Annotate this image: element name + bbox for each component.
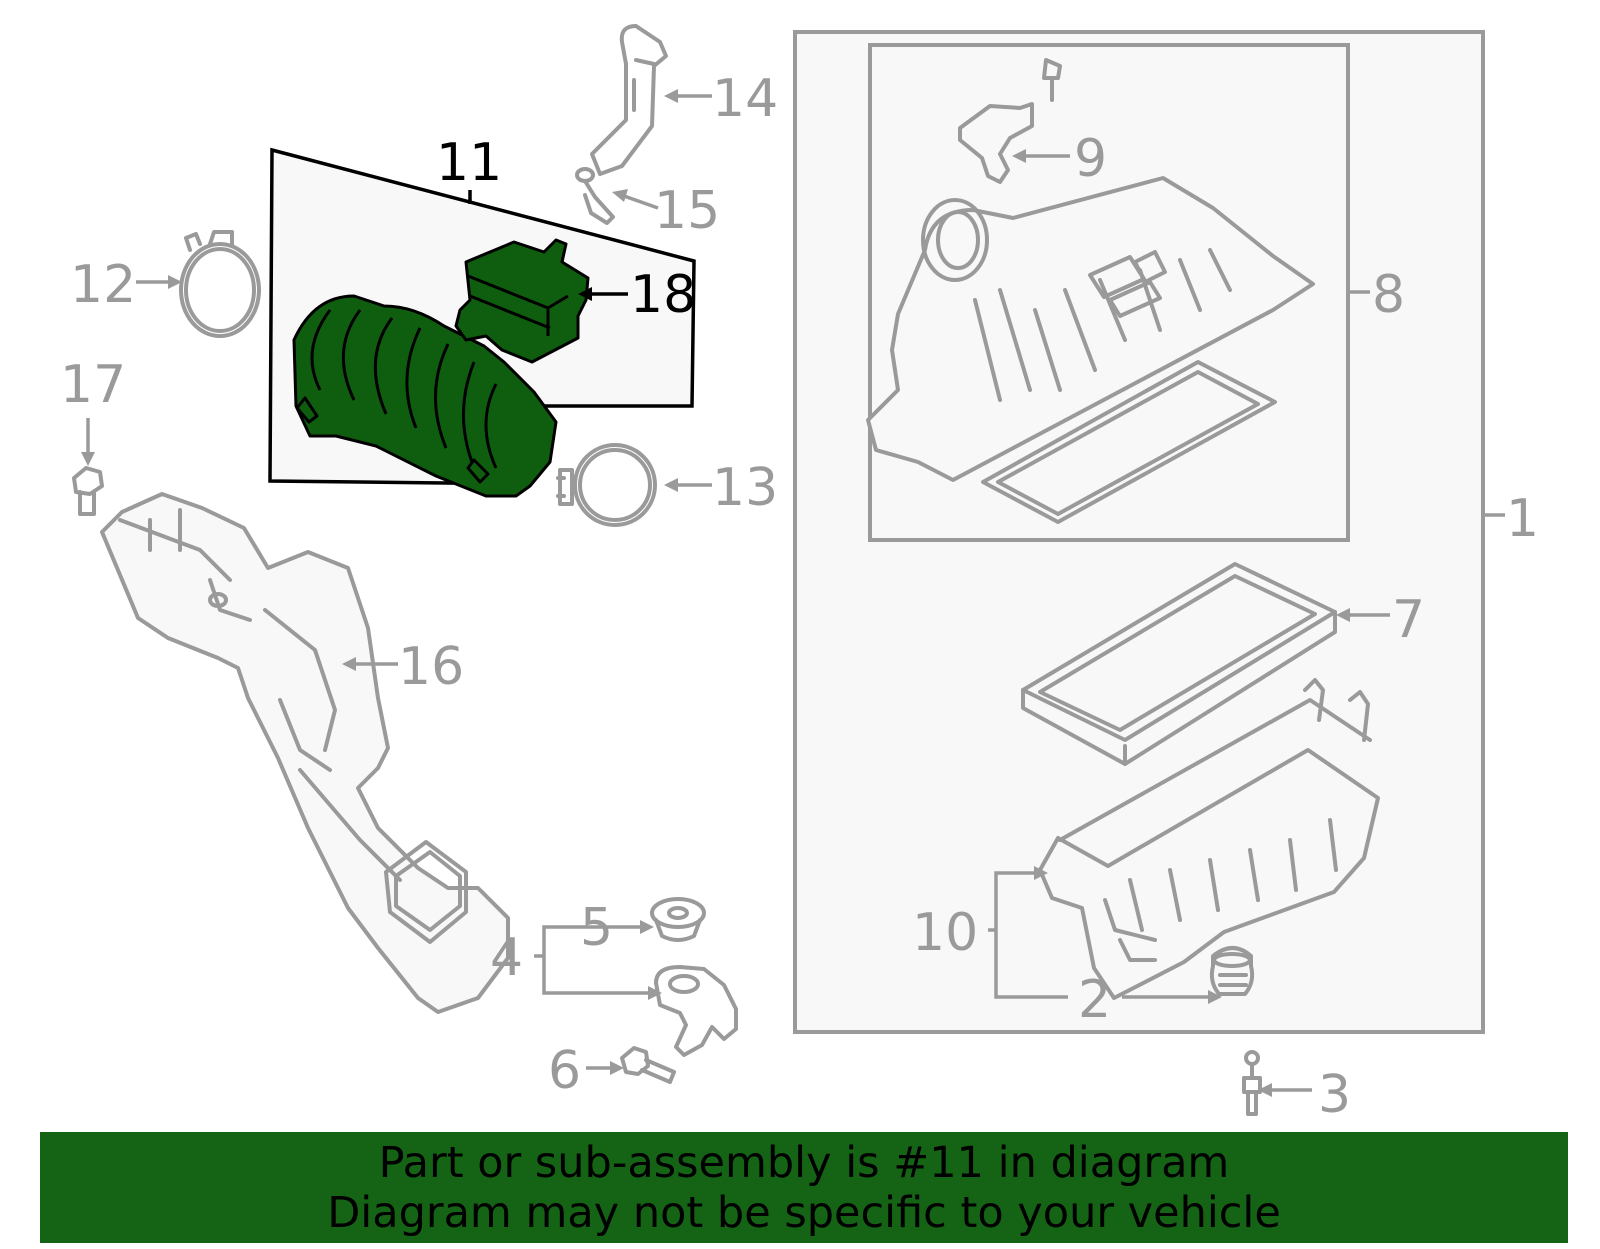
part-8-cover[interactable] — [866, 176, 1315, 482]
part-10-lower-case[interactable] — [1038, 678, 1380, 1000]
part-5-grommet[interactable] — [650, 897, 706, 942]
callout-3[interactable]: 3 — [1318, 1065, 1351, 1125]
callout-7[interactable]: 7 — [1392, 590, 1425, 650]
part-9-sensor[interactable] — [958, 58, 1062, 184]
part-12-clamp[interactable] — [179, 230, 261, 338]
part-6-bolt[interactable] — [620, 1046, 676, 1084]
arrow-6 — [610, 1061, 624, 1075]
callout-5[interactable]: 5 — [580, 898, 613, 958]
part-16-intake-duct[interactable] — [100, 492, 510, 1014]
callout-14[interactable]: 14 — [712, 69, 778, 129]
arrow-4 — [648, 986, 662, 1000]
arrow-18 — [578, 287, 592, 301]
arrow-15 — [612, 189, 628, 202]
arrow-9 — [1012, 149, 1026, 163]
leader-10 — [988, 871, 1068, 999]
callout-9[interactable]: 9 — [1074, 129, 1107, 189]
part-7-filter[interactable] — [1021, 562, 1337, 766]
leader-15 — [623, 194, 659, 210]
part-4-bracket[interactable] — [654, 965, 738, 1057]
callout-6[interactable]: 6 — [548, 1041, 581, 1101]
part-8-gasket[interactable] — [981, 360, 1277, 524]
arrow-2 — [1208, 990, 1222, 1004]
arrow-16 — [342, 657, 356, 671]
part-14-hose[interactable] — [590, 24, 668, 176]
callout-13[interactable]: 13 — [712, 458, 778, 518]
callout-2[interactable]: 2 — [1078, 970, 1111, 1030]
arrow-4-5 — [640, 920, 654, 934]
arrow-12 — [168, 275, 182, 289]
arrow-10 — [1034, 866, 1048, 880]
arrow-7 — [1336, 608, 1350, 622]
arrow-13 — [664, 478, 678, 492]
arrow-3 — [1258, 1083, 1272, 1097]
callout-8[interactable]: 8 — [1372, 265, 1405, 325]
callout-1[interactable]: 1 — [1506, 489, 1539, 549]
banner-line-2: Diagram may not be specific to your vehi… — [327, 1187, 1281, 1238]
callout-11[interactable]: 11 — [436, 133, 502, 193]
arrow-17 — [81, 452, 95, 466]
callout-4[interactable]: 4 — [490, 928, 523, 988]
callout-16[interactable]: 16 — [398, 637, 464, 697]
part-18-resonator[interactable] — [454, 238, 590, 364]
callout-18[interactable]: 18 — [630, 265, 696, 325]
arrow-14 — [664, 89, 678, 103]
callout-12[interactable]: 12 — [70, 255, 136, 315]
part-13-clamp[interactable] — [556, 443, 657, 527]
callout-10[interactable]: 10 — [912, 903, 978, 963]
leader-4 — [534, 925, 654, 995]
part-3-stud[interactable] — [1242, 1050, 1262, 1116]
part-11-intake-hose[interactable] — [292, 294, 558, 498]
part-2-grommet[interactable] — [1209, 946, 1255, 996]
callout-17[interactable]: 17 — [60, 355, 126, 415]
callout-15[interactable]: 15 — [654, 181, 720, 241]
part-17-bolt[interactable] — [72, 466, 104, 516]
info-banner: Part or sub-assembly is #11 in diagram D… — [40, 1132, 1568, 1243]
banner-line-1: Part or sub-assembly is #11 in diagram — [378, 1137, 1230, 1188]
part-15-clip[interactable] — [575, 167, 615, 225]
